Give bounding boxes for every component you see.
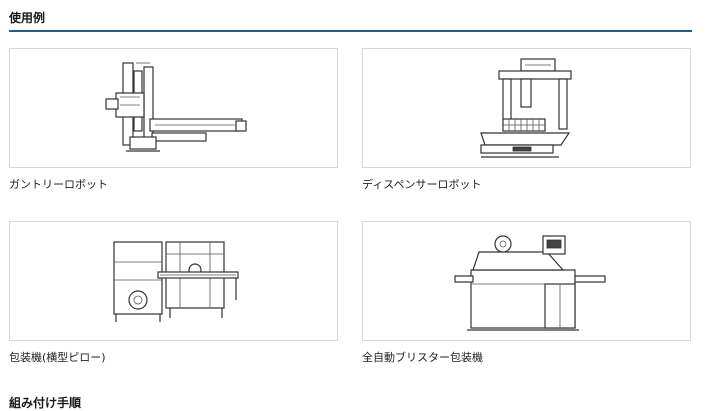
dispenser-robot-icon (480, 58, 572, 158)
next-section-title: 組み付け手順 (9, 396, 82, 410)
section-divider (9, 30, 692, 32)
example-card-dispenser-robot: ディスペンサーロボット (362, 48, 691, 192)
example-card-gantry-robot: ガントリーロボット (9, 48, 338, 192)
example-caption: 全自動ブリスター包装機 (362, 351, 483, 364)
example-card-blister-packaging-machine: 全自動ブリスター包装機 (362, 221, 691, 365)
example-caption: 包装機(横型ピロー) (9, 351, 106, 364)
example-caption: ガントリーロボット (9, 178, 108, 191)
blister-packaging-machine-icon (454, 235, 606, 331)
section-title: 使用例 (9, 11, 46, 25)
pillow-packaging-machine-icon (113, 241, 239, 322)
example-image-frame (362, 221, 691, 341)
example-caption: ディスペンサーロボット (362, 178, 482, 191)
example-card-pillow-packaging-machine: 包装機(横型ピロー) (9, 221, 338, 365)
example-image-frame (9, 48, 338, 168)
example-image-frame (362, 48, 691, 168)
gantry-robot-icon (105, 62, 247, 152)
example-image-frame (9, 221, 338, 341)
